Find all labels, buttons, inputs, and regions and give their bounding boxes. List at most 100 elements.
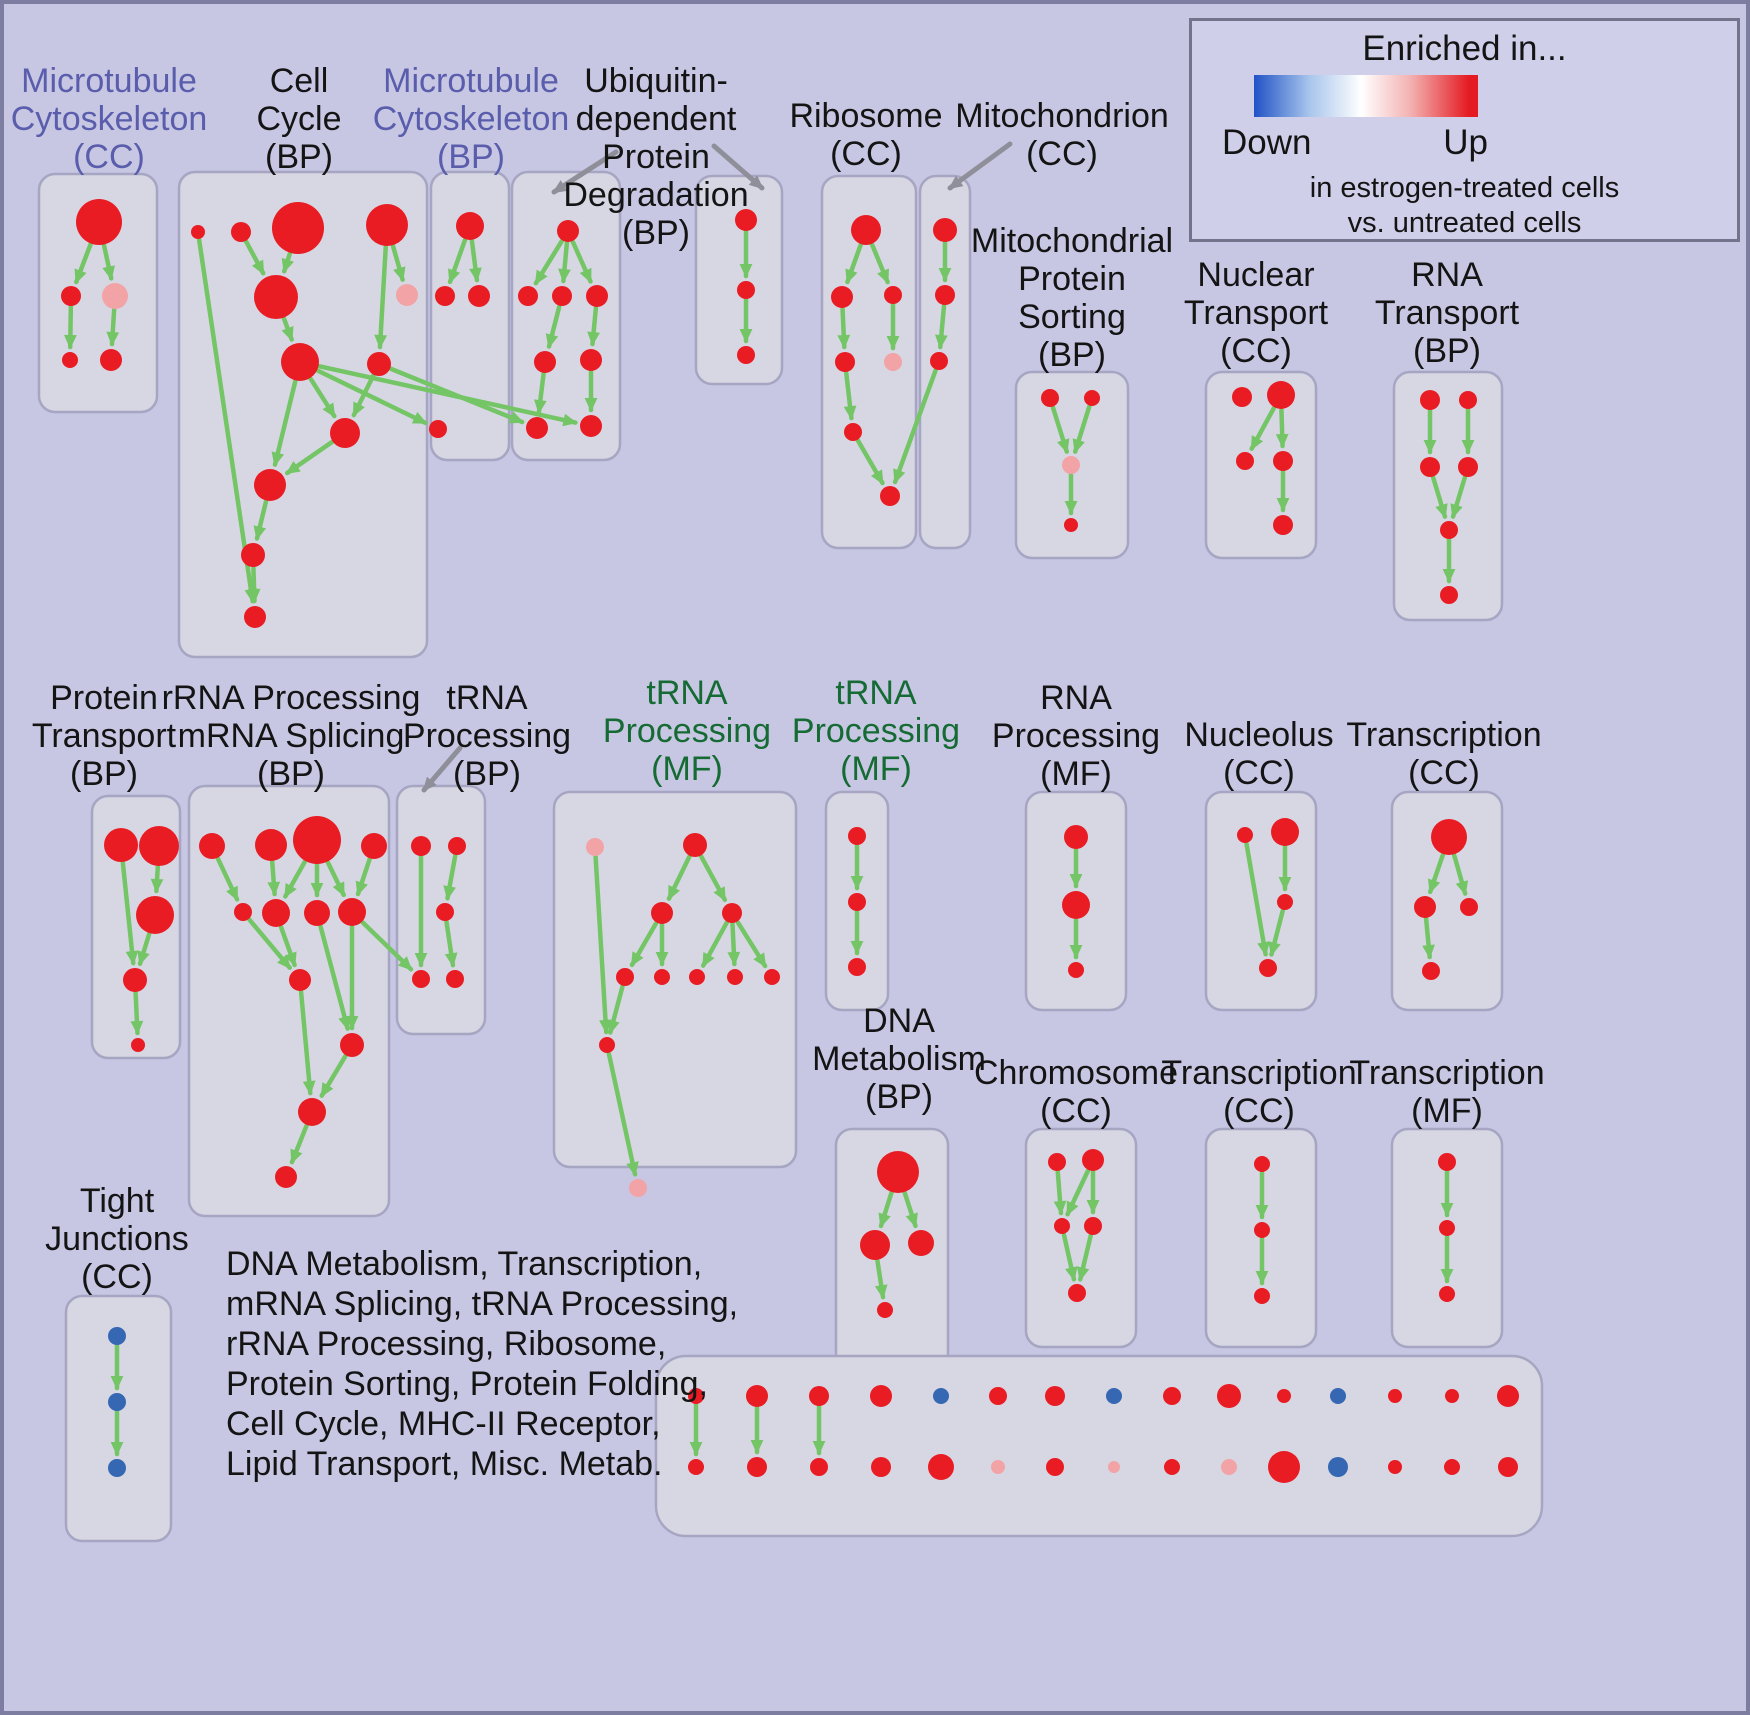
edge xyxy=(902,1190,918,1229)
node xyxy=(293,816,341,864)
cluster-box-chromosome xyxy=(1024,1127,1138,1349)
edges xyxy=(63,229,1475,1457)
node xyxy=(436,903,454,921)
cluster-box-rna_tr xyxy=(1392,370,1504,622)
node xyxy=(1438,1153,1456,1171)
edge xyxy=(308,376,337,419)
node xyxy=(737,281,755,299)
node xyxy=(1054,1218,1070,1234)
node xyxy=(1420,390,1440,410)
edge xyxy=(1450,475,1468,519)
node xyxy=(871,1457,891,1477)
node xyxy=(1084,1217,1102,1235)
node xyxy=(1330,1388,1346,1404)
node xyxy=(526,417,548,439)
node xyxy=(1064,518,1078,532)
edge xyxy=(1427,852,1446,895)
node xyxy=(1497,1385,1519,1407)
edge xyxy=(1249,405,1277,451)
edge xyxy=(63,304,77,350)
edge xyxy=(283,859,308,899)
edge xyxy=(469,238,482,283)
node xyxy=(1420,457,1440,477)
edge xyxy=(934,303,948,350)
node xyxy=(254,275,298,319)
node xyxy=(108,1393,126,1411)
node xyxy=(557,220,579,242)
node xyxy=(1271,818,1299,846)
cluster-box-nucleolus xyxy=(1204,790,1318,1012)
node xyxy=(76,199,122,245)
node xyxy=(722,903,742,923)
node xyxy=(1445,1389,1459,1403)
edge xyxy=(355,857,372,897)
node xyxy=(933,1388,949,1404)
edge xyxy=(267,859,281,897)
node xyxy=(1328,1457,1348,1477)
node xyxy=(244,606,266,628)
edge xyxy=(629,921,659,968)
node xyxy=(552,286,572,306)
edge xyxy=(271,379,298,467)
cluster-box-mt_bp xyxy=(429,170,511,462)
node xyxy=(136,896,174,934)
edge xyxy=(593,854,612,1035)
edge xyxy=(855,438,885,486)
node xyxy=(518,286,538,306)
edge xyxy=(243,239,266,276)
node xyxy=(1062,456,1080,474)
edge xyxy=(607,984,625,1035)
edge xyxy=(388,366,525,425)
edge xyxy=(101,243,115,281)
node xyxy=(123,968,147,992)
node xyxy=(275,1166,297,1188)
node xyxy=(412,970,430,988)
node xyxy=(104,828,138,862)
node xyxy=(330,418,360,448)
edge xyxy=(120,860,139,966)
edge xyxy=(281,316,294,342)
edge xyxy=(1268,908,1286,957)
legend-scale-labels: Down Up xyxy=(1222,123,1488,163)
legend-up-label: Up xyxy=(1443,123,1488,162)
node xyxy=(108,1459,126,1477)
node xyxy=(737,346,755,364)
node xyxy=(1082,1149,1104,1171)
node xyxy=(1046,1458,1064,1476)
node xyxy=(396,284,418,306)
node xyxy=(688,1459,704,1475)
node xyxy=(361,833,387,859)
edge xyxy=(1053,1169,1067,1216)
edge xyxy=(1061,1232,1078,1282)
edge xyxy=(196,237,258,604)
edge xyxy=(869,242,890,285)
node xyxy=(991,1460,1005,1474)
node xyxy=(616,968,634,986)
merged-clusters-note: DNA Metabolism, Transcription, mRNA Spli… xyxy=(226,1245,739,1483)
edge xyxy=(1244,841,1270,957)
node xyxy=(629,1179,647,1197)
annotation-arrow xyxy=(711,143,765,191)
edge xyxy=(878,1190,894,1229)
edge xyxy=(1076,1233,1093,1282)
node xyxy=(1440,521,1458,539)
node xyxy=(764,969,780,985)
node xyxy=(139,826,179,866)
node xyxy=(62,352,78,368)
node xyxy=(446,970,464,988)
node xyxy=(599,1037,615,1053)
edge xyxy=(150,864,164,894)
node xyxy=(884,353,902,371)
node xyxy=(367,352,391,376)
edge xyxy=(317,364,578,427)
node xyxy=(683,833,707,857)
edge xyxy=(215,856,240,902)
edge xyxy=(1275,407,1289,449)
edge xyxy=(137,931,152,967)
edge xyxy=(315,368,428,426)
edge xyxy=(1451,853,1469,896)
node xyxy=(234,903,252,921)
edge xyxy=(106,307,120,347)
edge xyxy=(318,924,351,1031)
